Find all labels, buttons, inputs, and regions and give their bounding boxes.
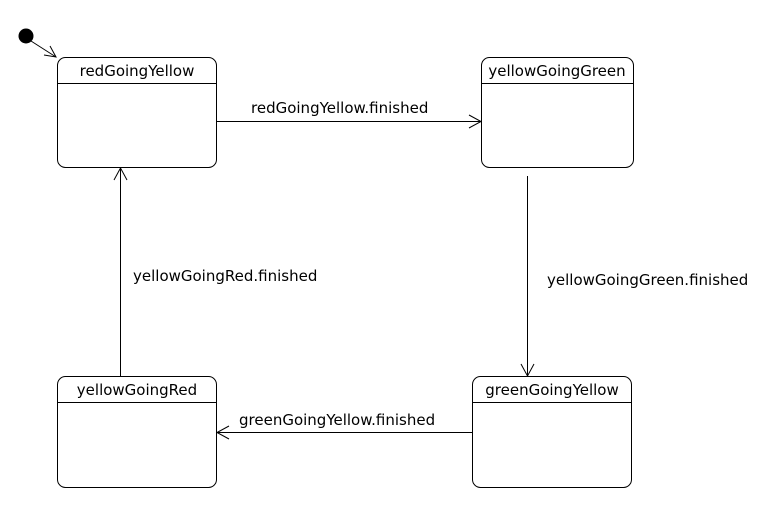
state-green-going-yellow[interactable]: greenGoingYellow: [472, 376, 632, 488]
transition-green-going-yellow-finished[interactable]: greenGoingYellow.finished: [215, 411, 472, 440]
state-box: [472, 376, 632, 488]
state-box: [57, 57, 217, 168]
state-box: [57, 376, 217, 488]
initial-transition-arrowhead: [43, 45, 57, 58]
state-name: redGoingYellow: [80, 62, 195, 80]
transition-label: greenGoingYellow.finished: [239, 411, 435, 429]
transition-red-going-yellow-finished[interactable]: redGoingYellow.finished: [217, 99, 483, 129]
state-name: greenGoingYellow: [485, 381, 619, 399]
transition-label: redGoingYellow.finished: [251, 99, 428, 117]
state-name: yellowGoingRed: [77, 381, 197, 399]
transition-label: yellowGoingGreen.finished: [547, 271, 748, 289]
state-box: [481, 57, 634, 168]
transition-arrowhead: [520, 363, 535, 378]
transition-yellow-going-red-finished[interactable]: yellowGoingRed.finished: [113, 166, 317, 376]
state-yellow-going-green[interactable]: yellowGoingGreen: [481, 57, 634, 168]
transition-arrowhead: [468, 114, 483, 129]
transition-yellow-going-green-finished[interactable]: yellowGoingGreen.finished: [520, 176, 748, 378]
initial-state-dot: [18, 28, 34, 44]
transition-label: yellowGoingRed.finished: [133, 267, 317, 285]
initial-state: [18, 28, 57, 58]
initial-transition-arrow: [30, 40, 57, 58]
transition-arrowhead: [215, 425, 230, 440]
state-red-going-yellow[interactable]: redGoingYellow: [57, 57, 217, 168]
transition-arrowhead: [113, 166, 128, 181]
state-name: yellowGoingGreen: [488, 62, 625, 80]
state-yellow-going-red[interactable]: yellowGoingRed: [57, 376, 217, 488]
